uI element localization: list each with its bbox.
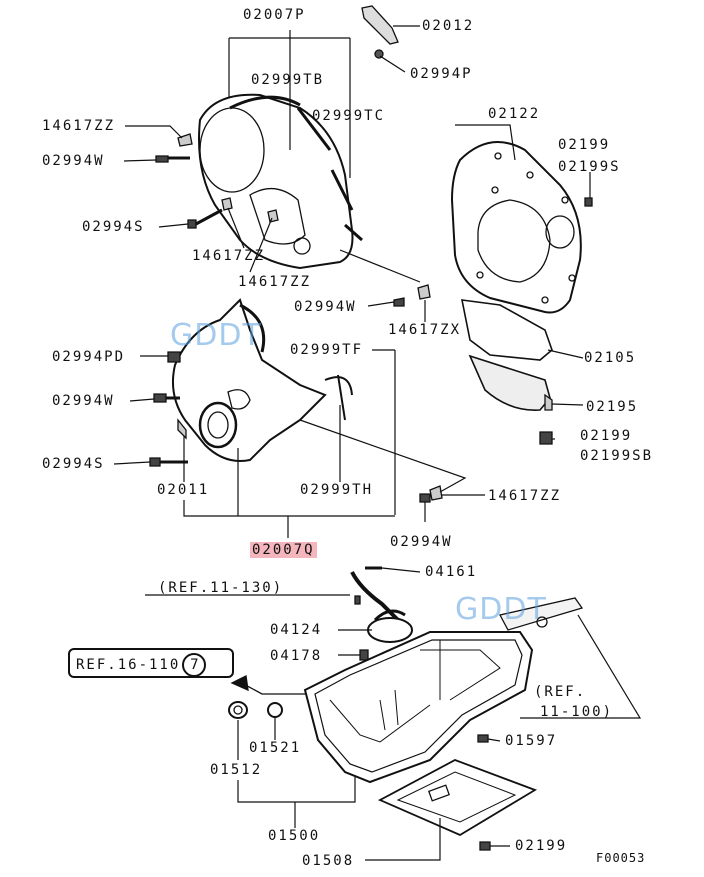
label-02994s-b: 02994S (42, 456, 105, 472)
ref-16-110-box (68, 648, 234, 678)
label-01512: 01512 (210, 762, 263, 778)
label-02999tc: 02999TC (312, 108, 386, 124)
oil-pan-group (228, 566, 584, 851)
label-02007p: 02007P (243, 7, 306, 23)
lower-plates (460, 299, 553, 445)
label-04178: 04178 (270, 648, 323, 664)
label-02199-c: 02199 (515, 838, 568, 854)
figure-code: F00053 (596, 851, 646, 865)
upper-timing-cover (198, 93, 363, 270)
label-01500: 01500 (268, 828, 321, 844)
label-02199sb: 02199SB (580, 448, 654, 464)
label-02994w-c: 02994W (52, 393, 115, 409)
label-02994w-d: 02994W (390, 534, 453, 550)
label-02994w-a: 02994W (42, 153, 105, 169)
label-01508: 01508 (302, 853, 355, 869)
label-02007q-highlighted[interactable]: 02007Q (250, 542, 317, 558)
label-02199s: 02199S (558, 159, 621, 175)
label-02011: 02011 (157, 482, 210, 498)
ref-11-100-line2: 11-100) (540, 704, 614, 720)
rear-plate-02122 (450, 141, 593, 314)
label-02007q[interactable]: 02007Q (250, 542, 317, 558)
label-02012: 02012 (422, 18, 475, 34)
label-02999th: 02999TH (300, 482, 374, 498)
ref-16-110-circle: 7 (182, 653, 207, 677)
label-02105: 02105 (584, 350, 637, 366)
label-02994p: 02994P (410, 66, 473, 82)
label-01521: 01521 (249, 740, 302, 756)
watermark-gddt-2: GDDT (455, 592, 547, 627)
label-14617zz-d: 14617ZZ (488, 488, 562, 504)
ref-11-130: (REF.11-130) (158, 580, 284, 596)
label-04161: 04161 (425, 564, 478, 580)
label-02199-b: 02199 (580, 428, 633, 444)
bolts-upper-left (155, 133, 279, 229)
label-04124: 04124 (270, 622, 323, 638)
ref-16-110-text: REF.16-110 (76, 657, 181, 673)
label-02994s-a: 02994S (82, 219, 145, 235)
label-02199-a: 02199 (558, 137, 611, 153)
label-02994w-b: 02994W (294, 299, 357, 315)
label-02999tf: 02999TF (290, 342, 364, 358)
label-02195: 02195 (586, 399, 639, 415)
bolt-02994w-b (393, 297, 405, 307)
label-02999tb: 02999TB (251, 72, 325, 88)
watermark-gddt-1: GDDT (170, 318, 262, 353)
label-02122: 02122 (488, 106, 541, 122)
label-14617zz-a: 14617ZZ (42, 118, 116, 134)
ref-11-100-line1: (REF. (534, 684, 587, 700)
label-14617zx: 14617ZX (388, 322, 462, 338)
label-14617zz-b: 14617ZZ (192, 248, 266, 264)
leader-lines (113, 25, 642, 861)
clip-14617zx (417, 284, 431, 300)
label-02994pd: 02994PD (52, 349, 126, 365)
bracket-02012 (361, 5, 399, 59)
label-01597: 01597 (505, 733, 558, 749)
label-14617zz-c: 14617ZZ (238, 274, 312, 290)
